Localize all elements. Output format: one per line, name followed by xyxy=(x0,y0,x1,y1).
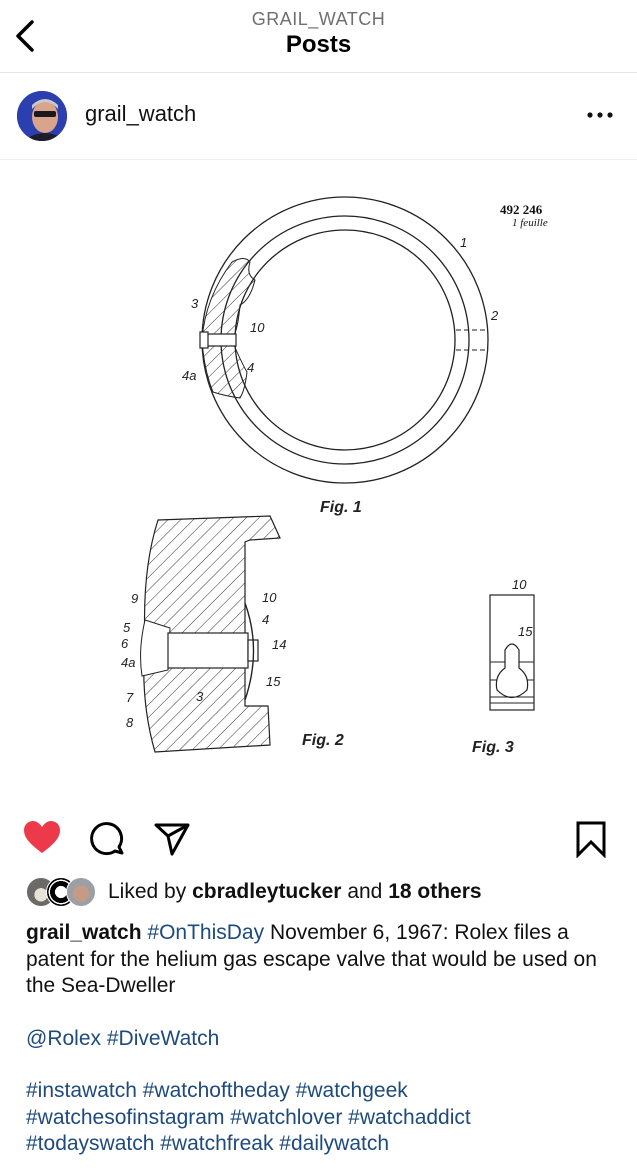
svg-text:2: 2 xyxy=(490,308,499,323)
likes-summary[interactable]: Liked by cbradleytucker and 18 others xyxy=(26,876,482,908)
comment-icon xyxy=(90,822,124,856)
post-caption: grail_watch #OnThisDay November 6, 1967:… xyxy=(26,920,621,1158)
svg-text:15: 15 xyxy=(518,624,533,639)
likes-text: Liked by cbradleytucker and 18 others xyxy=(108,880,482,903)
svg-text:3: 3 xyxy=(196,689,204,704)
svg-text:1: 1 xyxy=(460,235,467,250)
more-options-button[interactable] xyxy=(585,105,615,125)
share-button[interactable] xyxy=(152,818,192,858)
svg-text:Fig. 3: Fig. 3 xyxy=(472,739,514,756)
svg-text:10: 10 xyxy=(250,320,265,335)
hashtags-line[interactable]: #watchesofinstagram #watchlover #watchad… xyxy=(26,1105,471,1129)
post-header: grail_watch xyxy=(0,73,637,160)
svg-text:10: 10 xyxy=(262,590,277,605)
liker-username[interactable]: cbradleytucker xyxy=(192,880,342,903)
svg-text:4: 4 xyxy=(262,612,269,627)
bookmark-icon xyxy=(576,821,606,859)
hashtags-line[interactable]: #instawatch #watchoftheday #watchgeek xyxy=(26,1079,408,1102)
chevron-left-icon xyxy=(16,20,34,52)
svg-text:Fig. 1: Fig. 1 xyxy=(320,499,362,516)
top-bar: GRAIL_WATCH Posts xyxy=(0,0,637,73)
liker-avatars xyxy=(26,877,102,907)
caption-author[interactable]: grail_watch xyxy=(26,921,142,944)
svg-text:10: 10 xyxy=(512,577,527,592)
svg-text:3: 3 xyxy=(191,296,199,311)
avatar[interactable] xyxy=(17,91,67,141)
patent-drawing: 492 246 1 feuille 1 2 3 4 4a 10 Fig. 1 956 4a… xyxy=(121,196,548,756)
svg-text:15: 15 xyxy=(266,674,281,689)
post-actions xyxy=(0,812,637,862)
post-username[interactable]: grail_watch xyxy=(85,101,197,126)
svg-text:9: 9 xyxy=(131,591,138,606)
paper-plane-icon xyxy=(154,823,190,856)
save-button[interactable] xyxy=(571,818,611,859)
liker-avatar xyxy=(66,877,96,907)
like-button[interactable] xyxy=(22,818,62,858)
caption-text: November 6, 1967: Rolex files a patent f… xyxy=(26,921,597,997)
svg-text:4a: 4a xyxy=(182,368,196,383)
page-title: Posts xyxy=(285,31,352,58)
hashtags-line[interactable]: #todayswatch #watchfreak #dailywatch xyxy=(26,1132,390,1155)
svg-text:7: 7 xyxy=(126,690,134,705)
svg-text:4a: 4a xyxy=(121,655,135,670)
svg-text:492 246: 492 246 xyxy=(500,202,543,217)
svg-text:8: 8 xyxy=(126,715,134,730)
svg-text:14: 14 xyxy=(272,637,286,652)
svg-text:5: 5 xyxy=(123,620,131,635)
svg-text:4: 4 xyxy=(247,360,254,375)
hashtag-link[interactable]: #OnThisDay xyxy=(147,921,265,944)
comment-button[interactable] xyxy=(88,818,128,858)
svg-text:Fig. 2: Fig. 2 xyxy=(302,732,344,749)
account-name: GRAIL_WATCH xyxy=(251,9,386,29)
hashtag-link[interactable]: #DiveWatch xyxy=(106,1026,220,1050)
others-link[interactable]: 18 others xyxy=(388,880,482,903)
mention-link[interactable]: @Rolex xyxy=(26,1026,102,1050)
svg-text:6: 6 xyxy=(121,636,129,651)
back-button[interactable] xyxy=(10,14,46,58)
ellipsis-icon xyxy=(587,112,613,118)
svg-text:1 feuille: 1 feuille xyxy=(512,217,548,229)
heart-filled-icon xyxy=(24,821,60,853)
